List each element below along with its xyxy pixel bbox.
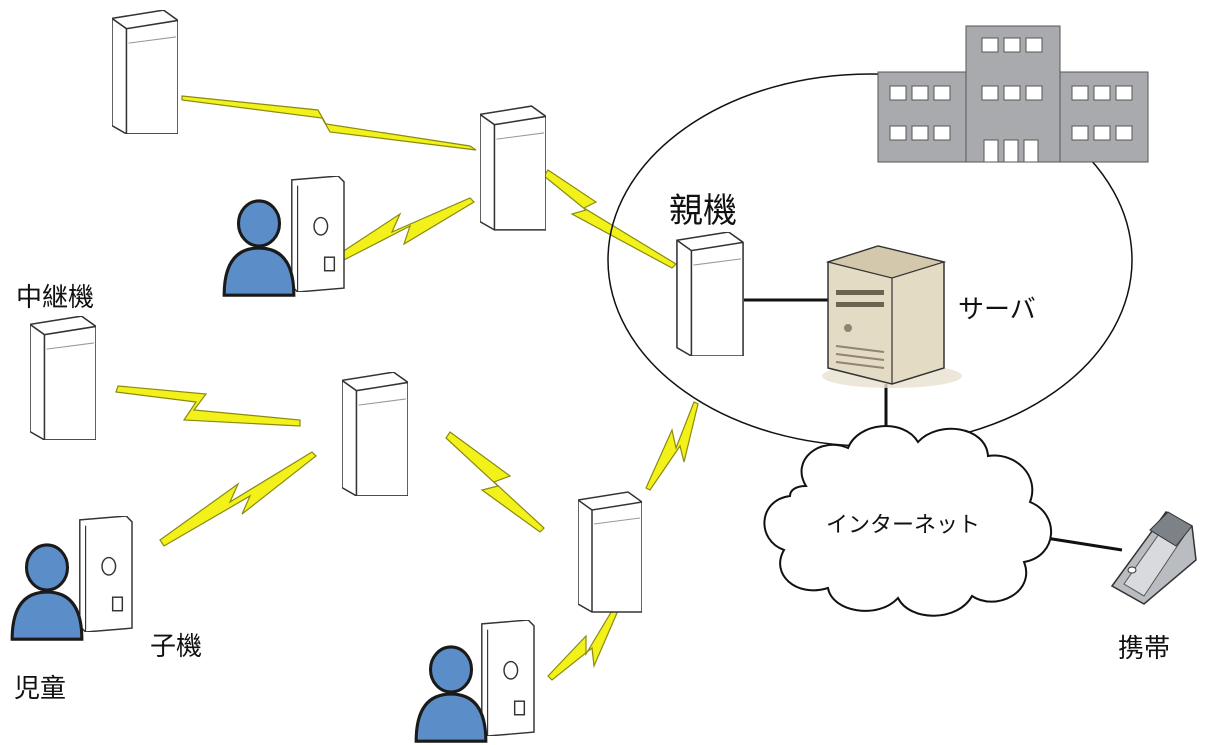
lightning-link — [543, 169, 677, 269]
lightning-link — [181, 95, 477, 151]
school-building — [877, 25, 1149, 163]
relay-label: 中継機 — [16, 283, 94, 313]
relay-unit — [342, 372, 408, 496]
wired-links — [744, 298, 1123, 552]
server-icon — [822, 245, 962, 388]
parent-unit — [676, 232, 744, 356]
internet-cloud — [763, 425, 1053, 617]
internet-label: インターネット — [826, 513, 980, 538]
child-label: 児童 — [14, 674, 66, 704]
child-person-icon — [222, 199, 296, 297]
child-unit-label: 子機 — [150, 632, 202, 662]
relay-unit — [578, 491, 642, 613]
lightning-link — [115, 385, 301, 427]
server-label: サーバ — [958, 295, 1036, 325]
child-person-icon — [414, 645, 488, 743]
lightning-link — [159, 451, 317, 547]
lightning-link — [645, 401, 699, 491]
mobile-phone-icon — [1110, 511, 1197, 605]
lightning-link — [547, 603, 621, 681]
child-unit — [79, 516, 133, 632]
relay-unit — [30, 316, 96, 440]
lightning-link — [445, 431, 545, 533]
child-unit — [481, 620, 535, 736]
child-unit — [291, 176, 345, 292]
child-person-icon — [10, 543, 84, 641]
lightning-link — [335, 197, 475, 263]
parent-unit-label: 親機 — [669, 191, 737, 231]
relay-unit — [112, 10, 178, 134]
relay-unit — [480, 105, 546, 231]
mobile-label: 携帯 — [1118, 634, 1170, 664]
